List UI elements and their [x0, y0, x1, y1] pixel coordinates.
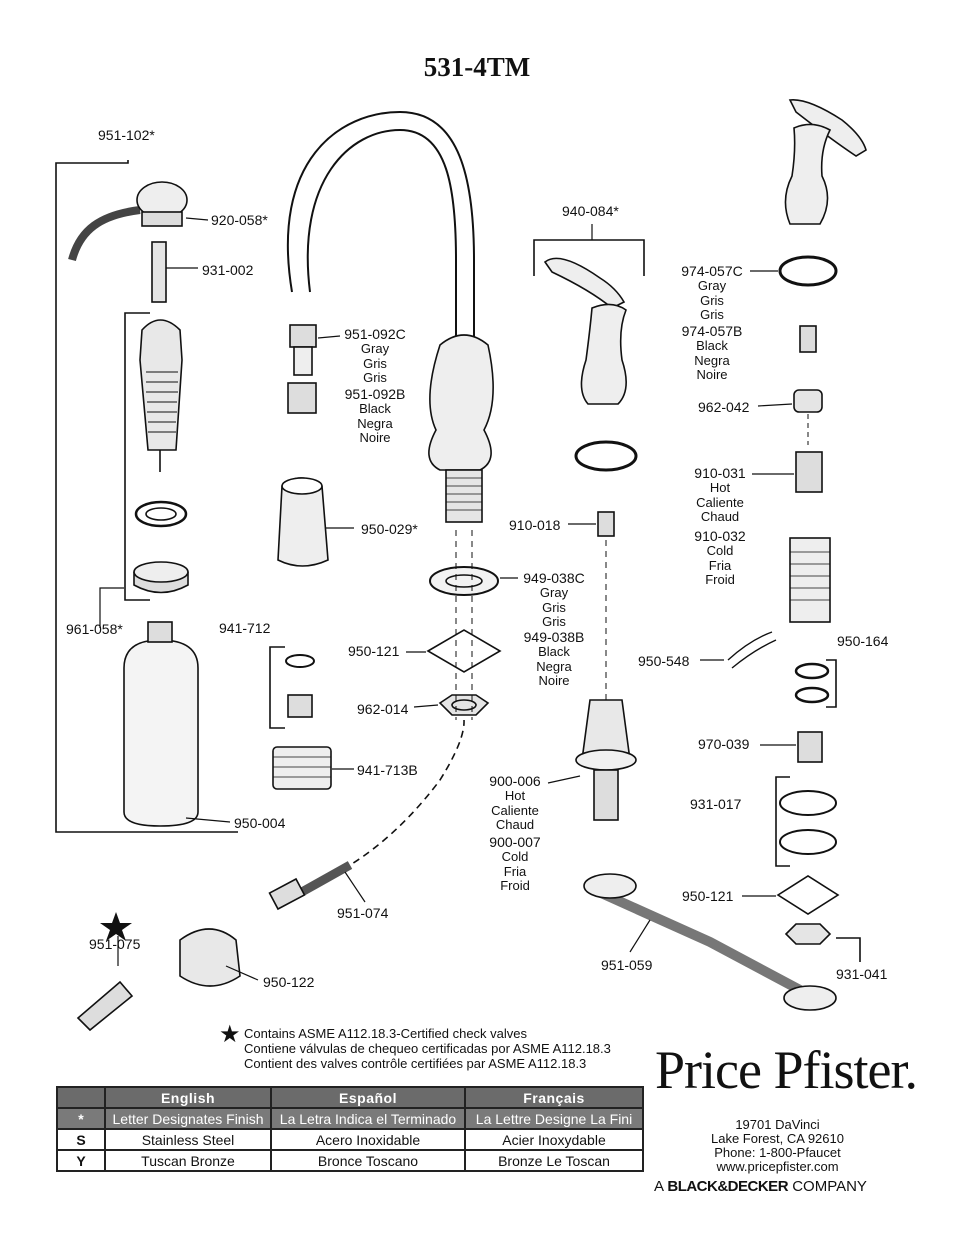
o-ring-974-057C	[778, 255, 838, 287]
label-940-084: 940-084*	[562, 203, 619, 219]
diagram-title: 531-4TM	[423, 52, 531, 82]
table-row: * Letter Designates Finish La Letra Indi…	[56, 1107, 644, 1130]
hose-fitting	[268, 877, 306, 911]
soap-washer	[134, 500, 188, 528]
washer-931-017-a	[779, 790, 837, 816]
valve-body	[789, 537, 831, 623]
note-line-es: Contiene válvulas de chequeo certificada…	[244, 1041, 611, 1056]
stem-adapter	[799, 325, 817, 353]
clip-950-548	[727, 631, 777, 669]
gasket-950-121-right	[776, 875, 840, 915]
header-francais: Français	[464, 1086, 644, 1109]
aerator-941-713B	[272, 746, 332, 790]
label-950-121-center: 950-121	[348, 643, 400, 659]
label-950-121-right: 950-121	[682, 888, 734, 904]
bracket-961-058	[124, 312, 150, 601]
nut-962-042	[793, 389, 823, 413]
filter-951-075	[76, 980, 134, 1032]
label-931-002: 931-002	[202, 262, 254, 278]
star-icon: ★	[219, 1021, 241, 1048]
cartridge-910-031	[795, 451, 823, 493]
label-931-041: 931-041	[836, 966, 888, 982]
supply-hose	[299, 719, 465, 891]
label-951-102: 951-102*	[98, 127, 155, 143]
waterway-951-059	[587, 883, 803, 995]
label-970-039: 970-039	[698, 736, 750, 752]
label-950-004: 950-004	[234, 815, 286, 831]
label-910-018: 910-018	[509, 517, 561, 533]
header-english: English	[104, 1086, 272, 1109]
finish-table: English Español Français * Letter Design…	[56, 1086, 644, 1172]
price-pfister-logo: Price Pfister.	[655, 1040, 918, 1100]
seat-970-039	[797, 731, 823, 763]
label-941-712: 941-712	[219, 620, 271, 636]
bracket-931-017	[775, 776, 790, 867]
check-valve-note: Contains ASME A112.18.3-Certified check …	[244, 1026, 611, 1071]
table-row: Y Tuscan Bronze Bronce Toscano Bronze Le…	[56, 1149, 644, 1172]
spout-tube	[286, 110, 475, 340]
label-920-058: 920-058*	[211, 212, 268, 228]
spout-body	[428, 334, 494, 471]
o-ring-left	[574, 440, 638, 472]
soap-pump-tube	[151, 241, 167, 303]
nut-962-014	[438, 694, 490, 716]
table-row: S Stainless Steel Acero Inoxidable Acier…	[56, 1128, 644, 1151]
handle-940-084	[543, 257, 626, 309]
stem-910-018	[597, 511, 615, 537]
soap-bottle	[123, 639, 199, 827]
finish-table-header: English Español Français	[56, 1086, 644, 1109]
label-950-164: 950-164	[837, 633, 889, 649]
aerator-washer	[285, 654, 315, 668]
spout-connector	[289, 324, 317, 348]
bracket-950-164	[826, 659, 837, 708]
note-line-fr: Contient des valves contrôle certifiées …	[244, 1056, 587, 1071]
label-951-074: 951-074	[337, 905, 389, 921]
soap-nozzle	[68, 206, 141, 262]
company-address: 19701 DaVinci Lake Forest, CA 92610 Phon…	[711, 1117, 844, 1174]
leader-931-041	[836, 937, 861, 962]
label-931-017: 931-017	[690, 796, 742, 812]
label-941-713B: 941-713B	[357, 762, 418, 778]
label-962-014: 962-014	[357, 701, 409, 717]
bracket-941-712	[269, 646, 285, 729]
gasket-950-121-center	[426, 629, 502, 673]
soap-pump-body	[139, 319, 183, 451]
note-line-en: Contains ASME A112.18.3-Certified check …	[244, 1026, 528, 1041]
bracket-940-084	[533, 239, 645, 276]
check-valve-950-122	[179, 928, 241, 987]
label-951-059: 951-059	[601, 957, 653, 973]
label-950-029: 950-029*	[361, 521, 418, 537]
label-950-548: 950-548	[638, 653, 690, 669]
nut-931-041	[784, 923, 832, 945]
label-950-122: 950-122	[263, 974, 315, 990]
star-951-075	[100, 912, 132, 941]
gasket-949-038C	[429, 566, 499, 596]
leader-lines	[99, 217, 796, 981]
label-951-075: 951-075	[89, 936, 141, 952]
label-962-042: 962-042	[698, 399, 750, 415]
o-ring-950-164-a	[794, 662, 830, 680]
bracket-951-102	[55, 160, 238, 833]
header-espanol: Español	[270, 1086, 466, 1109]
label-961-058: 961-058*	[66, 621, 123, 637]
black-decker-line: A BLACK&DECKER COMPANY	[654, 1178, 867, 1195]
black-decker-mark: BLACK&DECKER	[667, 1178, 789, 1195]
